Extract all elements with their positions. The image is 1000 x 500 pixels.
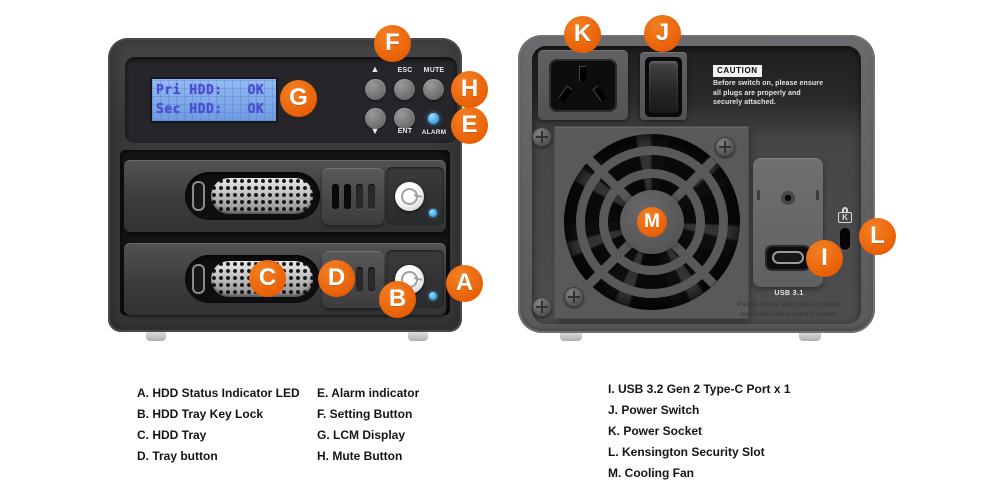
hdd-tray-1 <box>124 160 446 232</box>
screw <box>532 127 552 147</box>
power-switch-plate <box>640 52 687 120</box>
tray-button <box>322 168 384 225</box>
callout-b: B <box>379 281 416 318</box>
caution-label: CAUTION <box>713 65 762 77</box>
up-button <box>365 79 386 100</box>
legend-column-2: E. Alarm indicator F. Setting Button G. … <box>317 383 419 467</box>
front-foot-left <box>146 331 166 341</box>
socket-prong <box>558 85 573 102</box>
tray-vent-cap <box>192 264 205 294</box>
legend-column-3: I. USB 3.2 Gen 2 Type-C Port x 1 J. Powe… <box>608 379 791 484</box>
enclosure-back-view: CAUTION Before switch on, please ensure … <box>518 35 875 333</box>
legend-item: M. Cooling Fan <box>608 466 694 480</box>
screw <box>564 287 584 307</box>
plate-hole <box>781 191 795 205</box>
up-arrow-icon: ▲ <box>370 64 380 74</box>
down-arrow-icon: ▼ <box>370 126 380 136</box>
callout-c: C <box>249 260 286 297</box>
tray-button-slot <box>368 184 375 209</box>
esc-button-label: ESC <box>397 67 413 74</box>
legend-item: D. Tray button <box>137 449 218 463</box>
caution-text: Before switch on, please ensure all plug… <box>713 80 824 106</box>
power-switch <box>645 57 682 117</box>
legend-item: A. HDD Status Indicator LED <box>137 386 300 400</box>
ent-button-label: ENT <box>397 128 413 135</box>
tray-vent-grille <box>211 178 313 214</box>
callout-k: K <box>564 16 601 53</box>
callout-f: F <box>374 25 411 62</box>
alarm-indicator-led <box>428 113 439 124</box>
tray-button-slot <box>356 267 363 292</box>
usb-note-text: Please ensure each plug is properly conn… <box>737 301 841 318</box>
legend-column-1: A. HDD Status Indicator LED B. HDD Tray … <box>137 383 300 467</box>
callout-l: L <box>859 218 896 255</box>
screw <box>532 297 552 317</box>
callout-i: I <box>806 240 843 277</box>
callout-g: G <box>280 80 317 117</box>
lcm-display: Pri HDD: OK Sec HDD: OK <box>150 77 278 123</box>
lcd-line-1: Pri HDD: OK <box>156 83 265 98</box>
lcd-line-2: Sec HDD: OK <box>156 102 265 117</box>
ent-button <box>394 108 415 129</box>
usb-type-c-port <box>767 247 809 269</box>
legend-item: J. Power Switch <box>608 403 700 417</box>
tray-vent <box>185 172 320 220</box>
alarm-led-label: ALARM <box>421 129 447 136</box>
mute-button <box>423 79 444 100</box>
setting-esc-button <box>394 79 415 100</box>
tray-lock-panel <box>386 167 444 225</box>
legend-item: H. Mute Button <box>317 449 403 463</box>
power-switch-rocker <box>649 61 678 113</box>
power-socket <box>549 59 617 112</box>
callout-a: A <box>446 265 483 302</box>
tray-button-slot <box>332 184 339 209</box>
legend-item: E. Alarm indicator <box>317 386 420 400</box>
hdd-status-led <box>429 292 437 300</box>
plate-clip <box>757 190 760 200</box>
socket-prong <box>579 66 586 81</box>
usb-port-label: USB 3.1 <box>774 290 804 297</box>
legend-item: K. Power Socket <box>608 424 703 438</box>
legend-item: C. HDD Tray <box>137 428 207 442</box>
tray-button-slot <box>356 184 363 209</box>
plate-clip <box>816 190 819 200</box>
back-foot-left <box>560 331 582 341</box>
tray-key-lock <box>395 182 424 211</box>
callout-d: D <box>318 260 355 297</box>
kensington-security-slot <box>840 228 850 250</box>
tray-button-slot <box>368 267 375 292</box>
callout-e: E <box>451 107 488 144</box>
usb-type-c-connector <box>772 251 804 264</box>
fan-grille-ring-middle <box>599 169 705 275</box>
fan-grille-ring-outer <box>576 146 728 298</box>
legend-item: G. LCM Display <box>317 428 406 442</box>
mute-button-label: MUTE <box>423 67 445 74</box>
legend-item: F. Setting Button <box>317 407 413 421</box>
legend-item: B. HDD Tray Key Lock <box>137 407 264 421</box>
callout-j: J <box>644 15 681 52</box>
kensington-lock-icon: K <box>838 207 852 223</box>
legend-item: I. USB 3.2 Gen 2 Type-C Port x 1 <box>608 382 791 396</box>
legend-item: L. Kensington Security Slot <box>608 445 765 459</box>
tray-button-slot <box>344 184 351 209</box>
screw <box>715 137 735 157</box>
front-foot-right <box>408 331 428 341</box>
callout-m: M <box>637 207 667 237</box>
power-socket-plate <box>538 50 628 120</box>
back-foot-right <box>799 331 821 341</box>
down-button <box>365 108 386 129</box>
callout-h: H <box>451 71 488 108</box>
hdd-status-led <box>429 209 437 217</box>
tray-vent-cap <box>192 181 205 211</box>
socket-prong <box>592 85 607 102</box>
